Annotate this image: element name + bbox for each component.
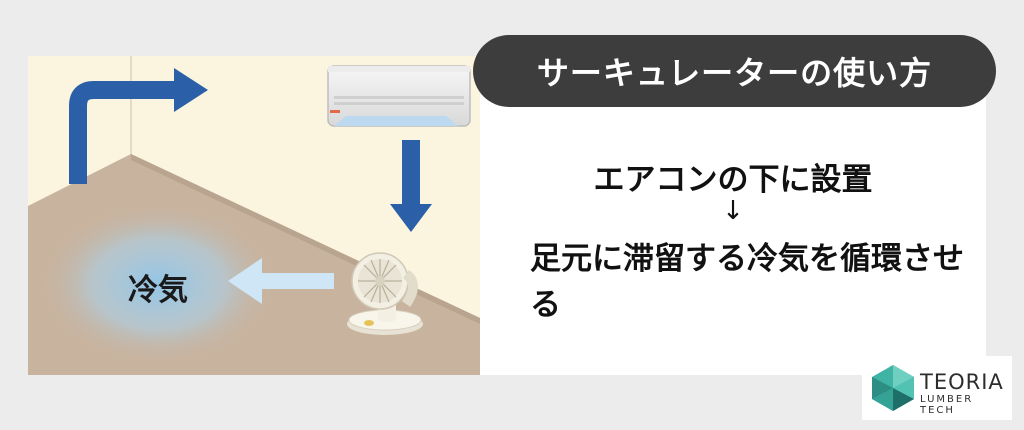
instruction-line-2: 足元に滞留する冷気を循環させる (530, 241, 964, 323)
page-title: サーキュレーターの使い方 (536, 54, 933, 92)
illustration-scene (28, 56, 480, 375)
airflow-up-arrow (69, 81, 178, 184)
airflow-left-arrow (260, 273, 334, 289)
logo-tagline: LUMBER TECH (920, 394, 974, 416)
teoria-logo: TEORIA LUMBER TECH (862, 356, 1012, 420)
title-banner: サーキュレーターの使い方 (473, 35, 996, 107)
circulator-fan-icon (347, 252, 423, 335)
logo-name: TEORIA (920, 370, 1004, 394)
instruction-card (480, 56, 986, 375)
air-conditioner-icon (327, 65, 471, 127)
airflow-down-arrow (402, 140, 420, 208)
down-arrow-icon: ↓ (722, 196, 744, 226)
instruction-line-1: エアコンの下に設置 (593, 162, 873, 198)
room-illustration (28, 56, 480, 375)
cold-air-label: 冷気 (128, 273, 188, 308)
logo-mark-icon (872, 365, 914, 411)
cold-air-glow (38, 202, 278, 366)
